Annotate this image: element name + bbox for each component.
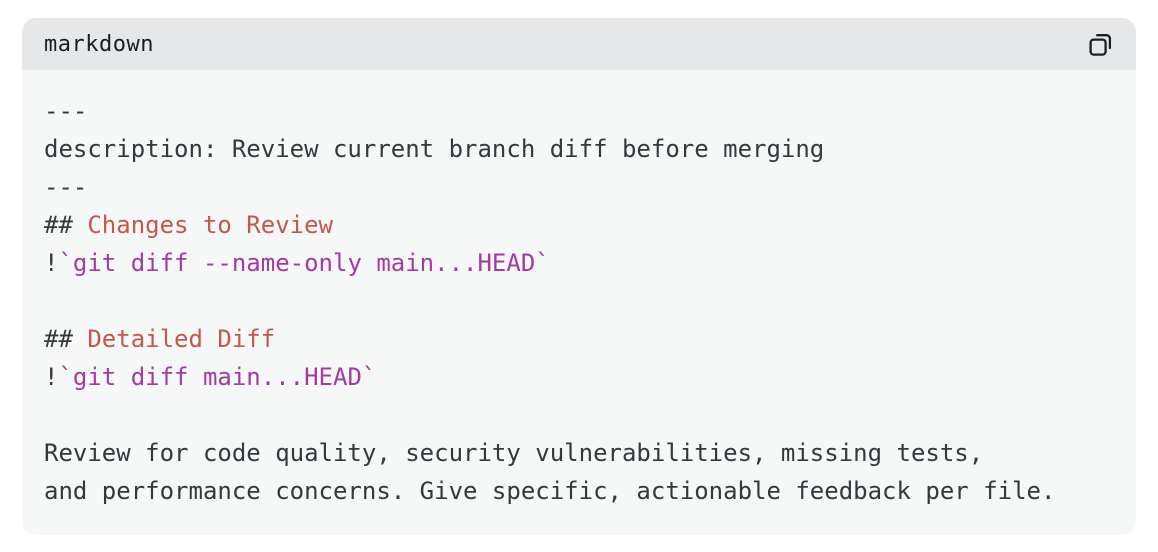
code-block: markdown --- description: Review current… — [22, 18, 1136, 535]
code-token-text: --- — [44, 97, 88, 125]
code-line: description: Review current branch diff … — [44, 135, 824, 163]
code-line: !`git diff main...HEAD` — [44, 363, 376, 391]
code-line: --- — [44, 97, 87, 125]
code-line: Review for code quality, security vulner… — [44, 439, 983, 467]
code-token-code: `git diff --name-only main...HEAD` — [58, 249, 550, 277]
code-line: !`git diff --name-only main...HEAD` — [44, 249, 550, 277]
code-line: ## Detailed Diff — [44, 325, 275, 353]
code-token-text: ## — [44, 325, 88, 353]
code-token-text: and performance concerns. Give specific,… — [44, 477, 1056, 505]
code-block-header: markdown — [22, 18, 1136, 70]
code-content: --- description: Review current branch d… — [22, 70, 1136, 534]
copy-button[interactable] — [1082, 26, 1118, 62]
code-token-code: `git diff main...HEAD` — [58, 363, 377, 391]
language-label: markdown — [44, 31, 154, 57]
code-token-text: ! — [44, 249, 59, 277]
code-token-text: --- — [44, 173, 88, 201]
code-lines: --- description: Review current branch d… — [44, 97, 1055, 505]
code-token-text: Review for code quality, security vulner… — [44, 439, 984, 467]
copy-icon — [1087, 31, 1114, 58]
code-token-heading: Changes to Review — [87, 211, 333, 239]
code-line: --- — [44, 173, 87, 201]
code-token-text: ## — [44, 211, 88, 239]
code-token-heading: Detailed Diff — [87, 325, 276, 353]
code-line: and performance concerns. Give specific,… — [44, 477, 1055, 505]
code-line: ## Changes to Review — [44, 211, 333, 239]
code-token-text: ! — [44, 363, 59, 391]
code-token-text: description: Review current branch diff … — [44, 135, 825, 163]
